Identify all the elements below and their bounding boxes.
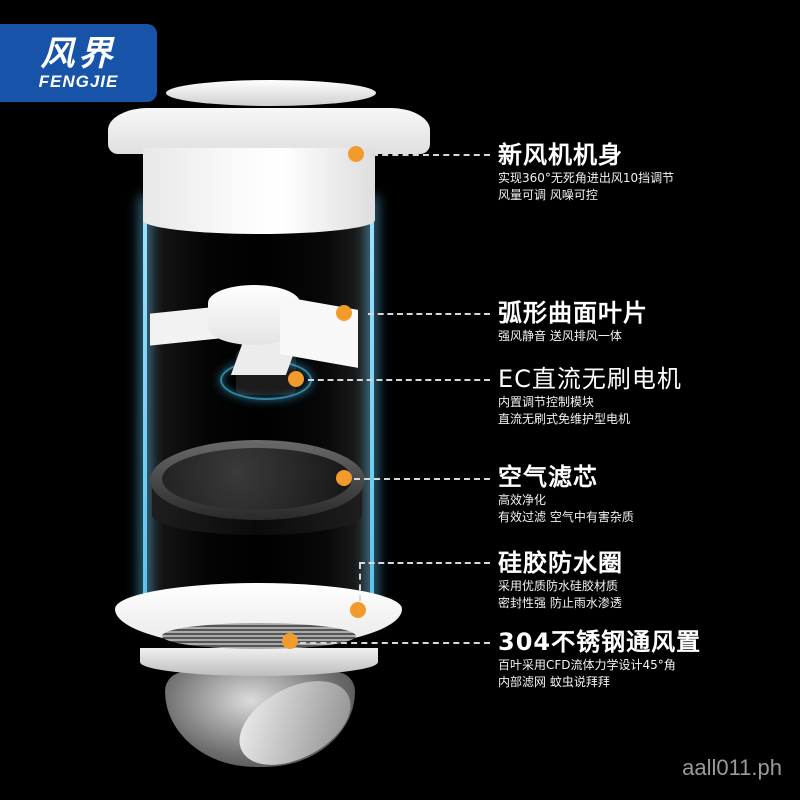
top-rim bbox=[108, 108, 430, 154]
feature-desc: 内部滤网 蚊虫说拜拜 bbox=[498, 675, 610, 689]
vent-mesh bbox=[162, 623, 356, 649]
leader-line-motor bbox=[308, 379, 490, 381]
transparent-tube bbox=[147, 200, 370, 620]
feature-desc: 强风静音 送风排风一体 bbox=[498, 329, 622, 343]
feature-filter: 空气滤芯 高效净化 有效过滤 空气中有害杂质 bbox=[498, 462, 634, 526]
top-cap bbox=[166, 80, 376, 106]
leader-line-body bbox=[372, 154, 490, 156]
callout-dot-vent bbox=[282, 633, 298, 649]
feature-body: 新风机机身 实现360°无死角进出风10挡调节 风量可调 风噪可控 bbox=[498, 140, 674, 204]
leader-line-seal bbox=[359, 562, 490, 564]
tube-glow-right bbox=[370, 200, 374, 620]
feature-desc: 采用优质防水硅胶材质 bbox=[498, 579, 619, 593]
feature-desc: 百叶采用CFD流体力学设计45°角 bbox=[498, 658, 676, 672]
feature-desc: 直流无刷式免维护型电机 bbox=[498, 412, 631, 426]
filter-foam bbox=[162, 448, 352, 510]
feature-blades: 弧形曲面叶片 强风静音 送风排风一体 bbox=[498, 298, 648, 345]
feature-title: 弧形曲面叶片 bbox=[498, 299, 648, 327]
feature-title: 新风机机身 bbox=[498, 141, 623, 169]
feature-desc: 内置调节控制模块 bbox=[498, 395, 595, 409]
callout-dot-blades bbox=[336, 305, 352, 321]
leader-line-seal-vertical bbox=[359, 563, 361, 601]
leader-line-filter bbox=[354, 478, 490, 480]
feature-title: EC直流无刷电机 bbox=[498, 365, 682, 393]
feature-desc: 风量可调 风噪可控 bbox=[498, 188, 598, 202]
callout-dot-motor bbox=[288, 371, 304, 387]
feature-title: 304不锈钢通风置 bbox=[498, 628, 702, 656]
leader-line-blades bbox=[368, 313, 490, 315]
feature-desc: 实现360°无死角进出风10挡调节 bbox=[498, 171, 675, 185]
feature-desc: 有效过滤 空气中有害杂质 bbox=[498, 510, 634, 524]
callout-dot-filter bbox=[336, 470, 352, 486]
feature-title: 空气滤芯 bbox=[498, 463, 598, 491]
fan-impeller bbox=[150, 285, 365, 380]
bottom-ring bbox=[140, 648, 378, 676]
brand-name-en: FENGJIE bbox=[38, 72, 119, 91]
brand-name-cn: 风界 bbox=[40, 34, 117, 74]
brand-logo: 风界 FENGJIE bbox=[0, 24, 157, 102]
feature-seal: 硅胶防水圈 采用优质防水硅胶材质 密封性强 防止雨水渗透 bbox=[498, 548, 623, 612]
watermark: aall011.ph bbox=[682, 755, 782, 780]
product-exploded-view bbox=[108, 80, 430, 783]
fan-housing bbox=[143, 148, 375, 234]
feature-motor: EC直流无刷电机 内置调节控制模块 直流无刷式免维护型电机 bbox=[498, 364, 682, 428]
leader-line-vent bbox=[300, 642, 490, 644]
feature-desc: 高效净化 bbox=[498, 493, 547, 507]
feature-vent: 304不锈钢通风置 百叶采用CFD流体力学设计45°角 内部滤网 蚊虫说拜拜 bbox=[498, 627, 701, 691]
tube-glow-left bbox=[143, 200, 147, 620]
callout-dot-body bbox=[348, 146, 364, 162]
feature-title: 硅胶防水圈 bbox=[498, 549, 623, 577]
callout-dot-seal bbox=[350, 602, 366, 618]
feature-desc: 密封性强 防止雨水渗透 bbox=[498, 596, 622, 610]
